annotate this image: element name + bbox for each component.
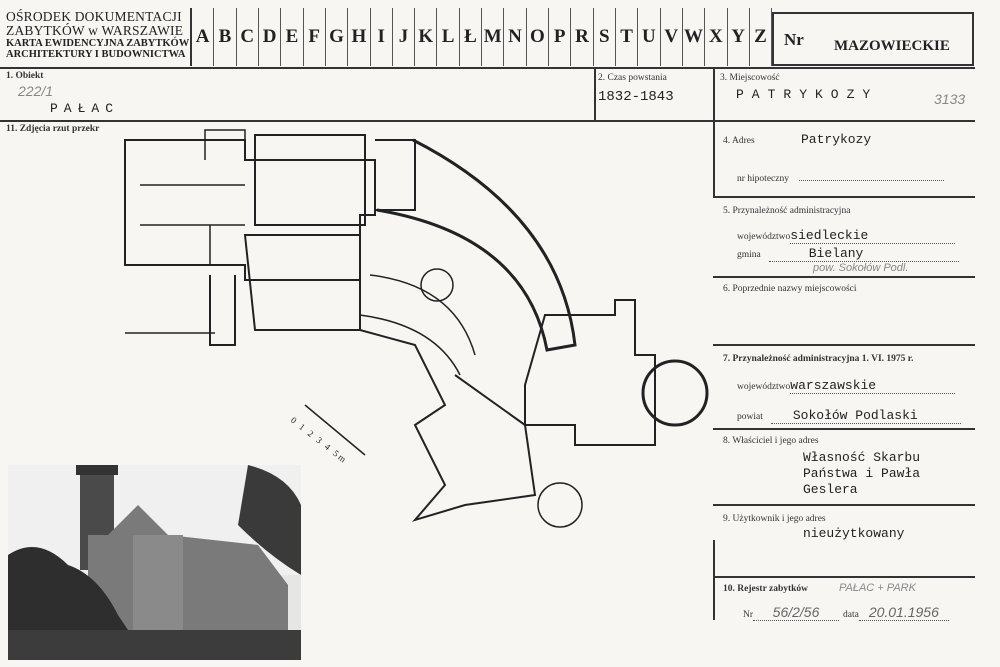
index-letter: J <box>393 8 416 66</box>
card-type-line1: KARTA EWIDENCYJNA ZABYTKÓW <box>6 38 190 50</box>
field-object: 1. Obiekt 222/1 PAŁAC <box>6 71 206 119</box>
gmina-value: Bielany <box>768 246 959 262</box>
index-letter: F <box>304 8 326 66</box>
card-type-line2: ARCHITEKTURY I BUDOWNICTWA <box>6 49 186 61</box>
user-value: nieużytkowany <box>803 526 905 541</box>
plan-tower <box>375 139 416 211</box>
owner-line: Państwa i Pawła <box>803 466 921 481</box>
index-letter: R <box>571 8 594 66</box>
place-label: 3. Miejscowość <box>720 73 780 83</box>
index-letter: N <box>504 8 527 66</box>
voivodeship-1975-label: województwo <box>737 382 791 392</box>
object-label: 1. Obiekt <box>6 71 44 81</box>
plan-gallery <box>376 138 577 352</box>
index-letter: Ł <box>460 8 483 66</box>
plan-room <box>209 234 361 346</box>
plan-room <box>254 134 366 226</box>
nr-label: Nr <box>784 30 804 49</box>
date-label: 2. Czas powstania <box>598 73 667 83</box>
powiat-label: powiat <box>737 412 763 422</box>
gmina-note: pow. Sokołów Podl. <box>813 262 909 274</box>
index-letter: L <box>437 8 460 66</box>
plan-east-room <box>524 299 656 446</box>
index-letter: Z <box>750 8 773 66</box>
index-letter: X <box>705 8 728 66</box>
previous-names-label: 6. Poprzednie nazwy miejscowości <box>723 284 857 294</box>
user-label: 9. Użytkownik i jego adres <box>723 514 826 524</box>
powiat-value: Sokołów Podlaski <box>770 408 961 424</box>
index-letter: E <box>281 8 304 66</box>
place-note: 3133 <box>934 91 966 107</box>
index-letter: U <box>638 8 661 66</box>
palace-photo <box>8 465 301 660</box>
org-name-line2: ZABYTKÓW w WARSZAWIE <box>6 23 184 39</box>
header-organization: OŚRODEK DOKUMENTACJI ZABYTKÓW w WARSZAWI… <box>6 9 190 61</box>
index-letter: S <box>594 8 616 66</box>
field-date: 2. Czas powstania 1832-1843 <box>598 73 674 105</box>
index-letter: T <box>616 8 639 66</box>
index-letter: H <box>348 8 371 66</box>
index-letter: G <box>326 8 349 66</box>
register-date-label: data <box>843 610 859 620</box>
org-name-line1: OŚRODEK DOKUMENTACJI <box>6 9 182 24</box>
admin-label: 5. Przynależność administracyjna <box>723 206 851 216</box>
index-letter: P <box>549 8 572 66</box>
floor-plan <box>124 129 709 528</box>
photos-label: 11. Zdjęcia rzut przekr <box>6 124 100 134</box>
register-nr: 56/2/56 <box>753 604 840 621</box>
region: MAZOWIECKIE <box>834 38 950 54</box>
place-value: PATRYKOZY <box>736 87 879 102</box>
index-letter: Y <box>728 8 750 66</box>
address-value: Patrykozy <box>801 132 872 147</box>
register-note: PAŁAC + PARK <box>839 582 916 594</box>
register-date: 20.01.1956 <box>858 604 949 621</box>
date-value: 1832-1843 <box>598 89 674 105</box>
index-letter: K <box>415 8 438 66</box>
object-note: 222/1 <box>18 83 54 99</box>
index-letter: C <box>237 8 259 66</box>
plan-west-wing <box>124 139 376 281</box>
plan-round-tower <box>641 359 709 427</box>
object-value: PAŁAC <box>50 101 120 116</box>
address-label: 4. Adres <box>723 136 755 146</box>
gmina-label: gmina <box>737 250 761 260</box>
index-letter: D <box>259 8 282 66</box>
owner-value: Własność Skarbu Państwa i Pawła Geslera <box>803 450 920 498</box>
scale-bar <box>304 404 366 456</box>
owner-line: Własność Skarbu <box>803 450 921 465</box>
plan-south-stair <box>537 482 583 528</box>
index-letter: O <box>527 8 549 66</box>
index-letter: M <box>482 8 505 66</box>
voivodeship-value: siedleckie <box>790 228 956 244</box>
register-nr-label: Nr <box>743 610 754 620</box>
owner-label: 8. Właściciel i jego adres <box>723 436 819 446</box>
index-letter: A <box>192 8 215 66</box>
plan-spiral-stair <box>420 268 454 302</box>
index-letter: B <box>214 8 237 66</box>
index-letter: W <box>683 8 706 66</box>
mortgage-label: nr hipoteczny <box>737 174 789 184</box>
index-letter: V <box>661 8 683 66</box>
index-letter: I <box>371 8 393 66</box>
number-box: Nr MAZOWIECKIE <box>772 12 974 66</box>
field-place: 3. Miejscowość PATRYKOZY 3133 <box>720 73 970 107</box>
admin1975-label: 7. Przynależność administracyjna 1. VI. … <box>723 354 914 364</box>
owner-line: Geslera <box>803 482 858 497</box>
register-label: 10. Rejestr zabytków <box>723 584 809 594</box>
plan-south-wing <box>359 329 537 522</box>
voivodeship-label: województwo <box>737 232 791 242</box>
voivodeship-1975-value: warszawskie <box>790 378 956 394</box>
right-column: 4. Adres Patrykozy nr hipoteczny 5. Przy… <box>713 122 975 626</box>
